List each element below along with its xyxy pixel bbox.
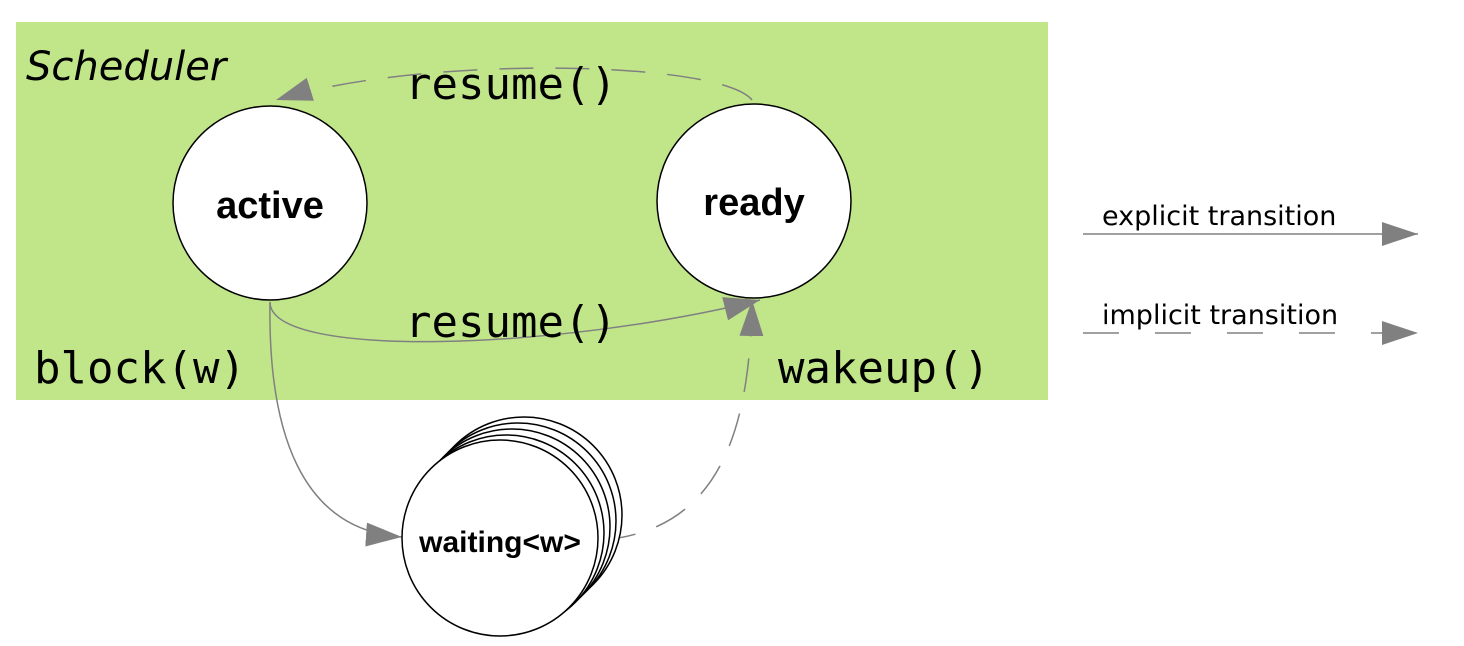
legend: explicit transition implicit transition xyxy=(1083,201,1418,345)
active-state xyxy=(172,105,368,301)
resume-bottom-edge xyxy=(269,297,761,343)
ready-label: ready xyxy=(703,182,804,224)
resume-bottom-label: resume() xyxy=(405,297,617,348)
block-label: block(w) xyxy=(34,343,246,394)
waiting-state-stack xyxy=(401,416,623,637)
active-label: active xyxy=(216,185,324,227)
scheduler-label: Scheduler xyxy=(26,44,229,90)
waiting-state xyxy=(401,439,599,637)
legend-explicit-label: explicit transition xyxy=(1102,201,1336,232)
ready-state xyxy=(656,103,852,299)
wakeup-label: wakeup() xyxy=(778,343,990,394)
resume-top-edge xyxy=(275,67,753,101)
waiting-label: waiting<w> xyxy=(418,526,581,559)
legend-implicit-label: implicit transition xyxy=(1102,300,1338,331)
resume-top-label: resume() xyxy=(405,59,617,110)
block-edge xyxy=(269,301,403,547)
